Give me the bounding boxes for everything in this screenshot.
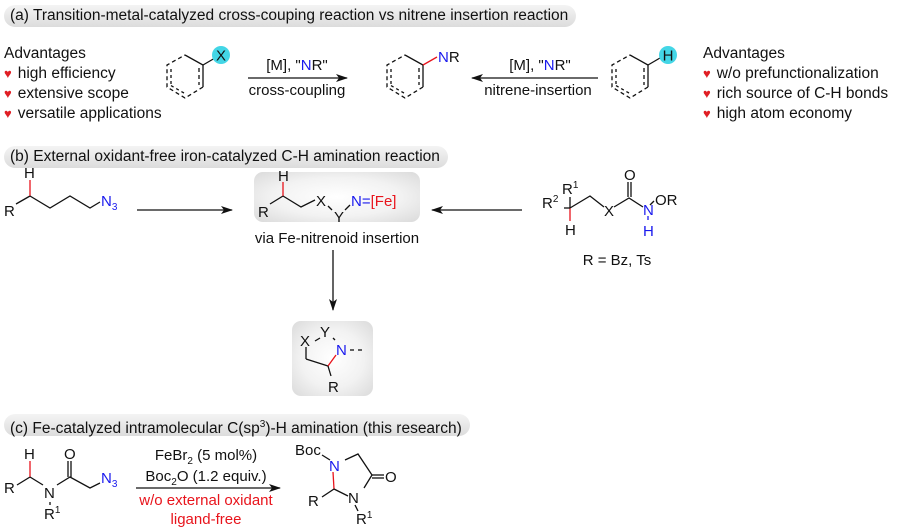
- substrate-c-n3-label: N3: [101, 470, 118, 490]
- product-c-r-label: R: [308, 493, 319, 510]
- hydroxamate-n-label: N: [643, 202, 654, 219]
- hydroxamate-r2-label: R2: [542, 194, 559, 212]
- substrate-c-h-label: H: [24, 446, 35, 463]
- product-r-label: R: [328, 379, 339, 396]
- heart-icon: ♥: [4, 106, 12, 121]
- panel-b-title: (b) External oxidant-free iron-catalyzed…: [4, 146, 448, 168]
- azide-n3-label: N3: [101, 193, 118, 213]
- advantage-text: w/o prefunctionalization: [716, 65, 879, 82]
- aryl-h-substrate: [611, 54, 661, 99]
- hydroxamate-r1-label: R1: [562, 180, 579, 198]
- highlight-circle-h: [659, 46, 677, 64]
- right-advantages: Advantages ♥ w/o prefunctionalization ♥ ri…: [703, 44, 888, 124]
- heart-icon: ♥: [703, 86, 711, 101]
- product-c-n-top-label: N: [329, 458, 340, 475]
- panel-c-title: (c) Fe-catalyzed intramolecular C(sp3)-H…: [4, 414, 470, 438]
- substrate-h-label: H: [663, 48, 674, 65]
- substrate-c-n-label: N: [44, 485, 55, 502]
- hydroxamate-x-label: X: [604, 203, 614, 220]
- left-advantage-item: ♥ extensive scope: [4, 84, 162, 104]
- intermediate-nfe-label: N=[Fe]: [351, 193, 396, 210]
- fe-nitrenoid-intermediate: [269, 182, 351, 211]
- product-x-label: X: [300, 333, 310, 350]
- substrate-c-o-label: O: [64, 446, 76, 463]
- product-c-r1-label: R1: [356, 510, 373, 528]
- azide-h-label: H: [24, 165, 35, 182]
- cross-coupling-label: cross-coupling: [249, 82, 346, 99]
- left-advantages-heading: Advantages: [4, 45, 86, 62]
- hydroxamate-or-label: OR: [655, 192, 678, 209]
- cyclic-amine-product: [305, 337, 362, 377]
- condition-oxidant-free: w/o external oxidant: [138, 492, 273, 509]
- left-advantages: Advantages ♥ high efficiency ♥ extensive s…: [4, 44, 162, 124]
- product-y-label: Y: [320, 324, 330, 341]
- substrate-x-label: X: [216, 48, 226, 65]
- left-advantage-item: ♥ high efficiency: [4, 64, 162, 84]
- advantage-text: rich source of C-H bonds: [716, 85, 889, 102]
- product-c-n-bottom-label: N: [348, 490, 359, 507]
- hydroxamate-substrate: [564, 182, 655, 221]
- product-c-o-label: O: [385, 469, 397, 486]
- right-advantage-item: ♥ w/o prefunctionalization: [703, 64, 888, 84]
- hydroxamate-h-label: H: [565, 222, 576, 239]
- substrate-c-r-label: R: [4, 480, 15, 497]
- substrate-c-r1-label: R1: [44, 505, 61, 523]
- intermediate-x-label: X: [316, 193, 326, 210]
- advantage-text: versatile applications: [17, 105, 162, 122]
- azide-r-label: R: [4, 203, 15, 220]
- heart-icon: ♥: [4, 86, 12, 101]
- condition-ligand-free: ligand-free: [171, 511, 242, 528]
- hydroxamate-o-label: O: [624, 167, 636, 184]
- imidazolidinone-product: [321, 453, 384, 512]
- azidoacetamide-substrate: [16, 461, 101, 505]
- aryl-amine-product: [386, 54, 438, 99]
- product-n-label: N: [336, 342, 347, 359]
- alkyl-azide-substrate: [15, 180, 101, 209]
- advantage-text: high efficiency: [17, 65, 116, 82]
- intermediate-r-label: R: [258, 204, 269, 221]
- heart-icon: ♥: [703, 66, 711, 81]
- panel-c-title-sup: 3: [259, 419, 266, 430]
- right-advantage-item: ♥ high atom economy: [703, 104, 888, 124]
- nitrene-insertion-label: nitrene-insertion: [484, 82, 592, 99]
- product-c-boc-label: Boc: [295, 442, 321, 459]
- right-advantages-heading: Advantages: [703, 45, 785, 62]
- intermediate-h-label: H: [278, 168, 289, 185]
- condition-catalyst: FeBr2 (5 mol%): [155, 447, 257, 467]
- panel-c-title-prefix: (c) Fe-catalyzed intramolecular C(sp: [10, 420, 260, 438]
- right-advantage-item: ♥ rich source of C-H bonds: [703, 84, 888, 104]
- r-definition: R = Bz, Ts: [583, 252, 652, 269]
- highlight-circle-x: [212, 46, 230, 64]
- panel-c-title-suffix: )-H amination (this research): [265, 420, 462, 438]
- intermediate-caption: via Fe-nitrenoid insertion: [255, 230, 419, 247]
- advantage-text: extensive scope: [17, 85, 129, 102]
- condition-reagent: Boc2O (1.2 equiv.): [145, 468, 266, 488]
- cross-coupling-reagent: [M], "NR": [266, 57, 328, 74]
- advantage-text: high atom economy: [716, 105, 852, 122]
- aryl-x-substrate: [166, 54, 216, 99]
- product-nr-label: NR: [438, 49, 460, 66]
- heart-icon: ♥: [703, 106, 711, 121]
- heart-icon: ♥: [4, 66, 12, 81]
- panel-a-title: (a) Transition-metal-catalyzed cross-cou…: [4, 5, 577, 27]
- hydroxamate-nh-label: H: [643, 223, 654, 240]
- intermediate-y-label: Y: [334, 209, 344, 226]
- nitrene-insertion-reagent: [M], "NR": [509, 57, 571, 74]
- left-advantage-item: ♥ versatile applications: [4, 104, 162, 124]
